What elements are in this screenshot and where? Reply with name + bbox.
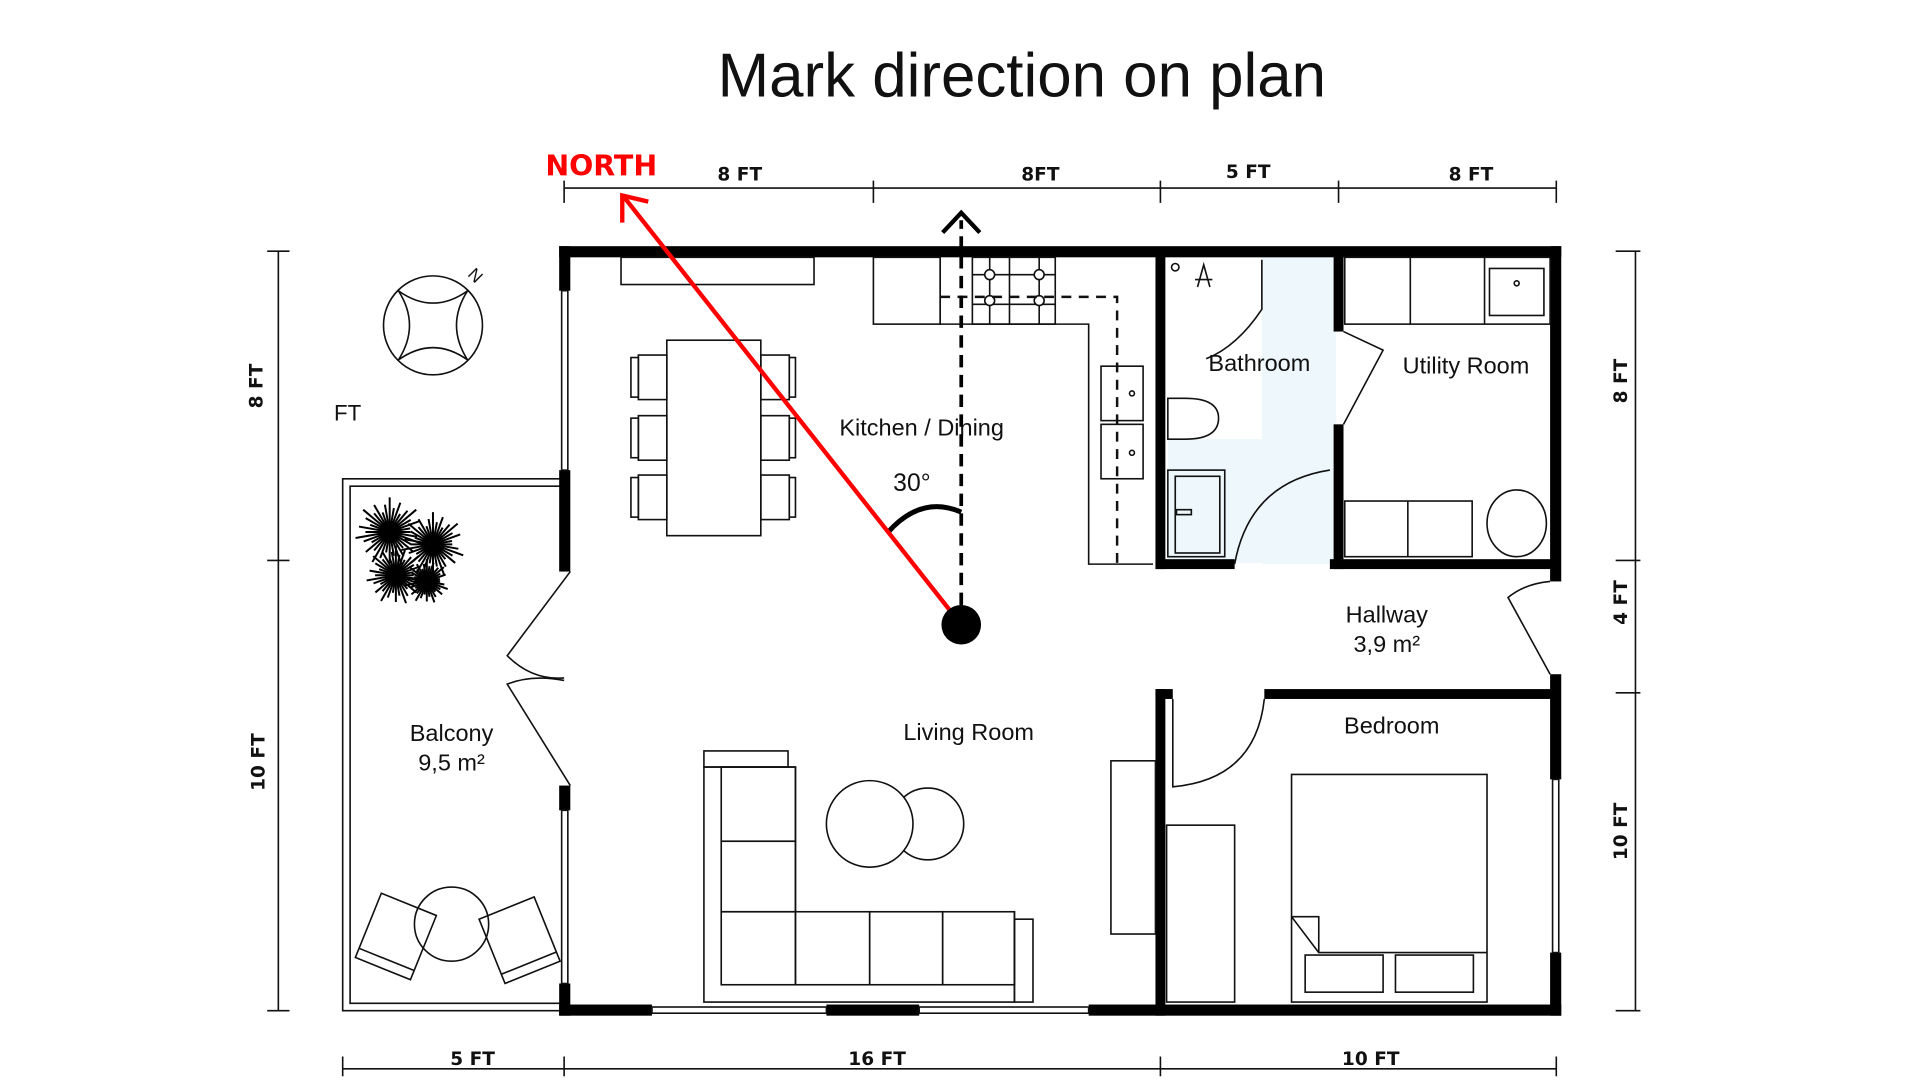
dim-left-1: 8 FT — [246, 363, 267, 408]
angle-label: 30° — [893, 470, 930, 497]
north-arrow — [620, 192, 963, 627]
dim-top-2: 8FT — [1021, 165, 1060, 186]
interior-walls — [1155, 251, 1557, 1016]
bedroom-furniture — [1165, 773, 1488, 1003]
page-title: Mark direction on plan — [718, 41, 1326, 110]
room-area-hallway: 3,9 m² — [1353, 631, 1420, 657]
dim-right-3: 10 FT — [1611, 802, 1632, 860]
dim-top-1: 8 FT — [717, 165, 762, 186]
bathroom-fixtures — [1167, 261, 1226, 558]
dim-bottom-2: 16 FT — [848, 1049, 906, 1070]
angle-arc — [886, 504, 963, 534]
dimension-right — [1615, 250, 1641, 1012]
room-label-living: Living Room — [903, 719, 1034, 745]
center-point — [941, 604, 982, 645]
room-label-balcony: Balcony — [410, 720, 494, 746]
reference-arrow — [941, 209, 982, 625]
outer-walls — [559, 246, 1562, 1016]
room-label-kitchen: Kitchen / Dining — [839, 414, 1004, 440]
dim-top-3: 5 FT — [1226, 162, 1271, 183]
kitchen-furniture — [620, 256, 1153, 565]
dimension-left — [267, 250, 290, 1012]
compass-letter: N — [464, 264, 487, 287]
room-area-balcony: 9,5 m² — [418, 750, 485, 776]
dim-bottom-1: 5 FT — [450, 1049, 495, 1070]
living-furniture — [703, 750, 1157, 1003]
dim-left-2: 10 FT — [249, 733, 270, 791]
utility-fixtures — [1343, 256, 1551, 558]
compass-icon — [382, 275, 484, 376]
room-label-bathroom: Bathroom — [1208, 350, 1310, 376]
dim-right-2: 4 FT — [1611, 580, 1632, 625]
bathroom-floor — [1261, 257, 1337, 565]
plant-icon — [355, 497, 464, 604]
north-label: NORTH — [545, 150, 657, 183]
balcony-furniture — [354, 886, 562, 985]
balcony-outline — [341, 477, 565, 1012]
dimension-top — [563, 180, 1558, 203]
stray-ft-label: FT — [334, 401, 362, 426]
windows — [560, 289, 1560, 1014]
doors — [506, 259, 1551, 788]
room-label-bedroom: Bedroom — [1344, 713, 1439, 739]
dimension-bottom — [341, 1056, 1558, 1077]
dim-top-4: 8 FT — [1449, 165, 1494, 186]
room-label-utility: Utility Room — [1403, 353, 1530, 379]
dim-bottom-3: 10 FT — [1342, 1049, 1400, 1070]
room-label-hallway: Hallway — [1346, 601, 1429, 627]
dim-right-1: 8 FT — [1611, 358, 1632, 403]
